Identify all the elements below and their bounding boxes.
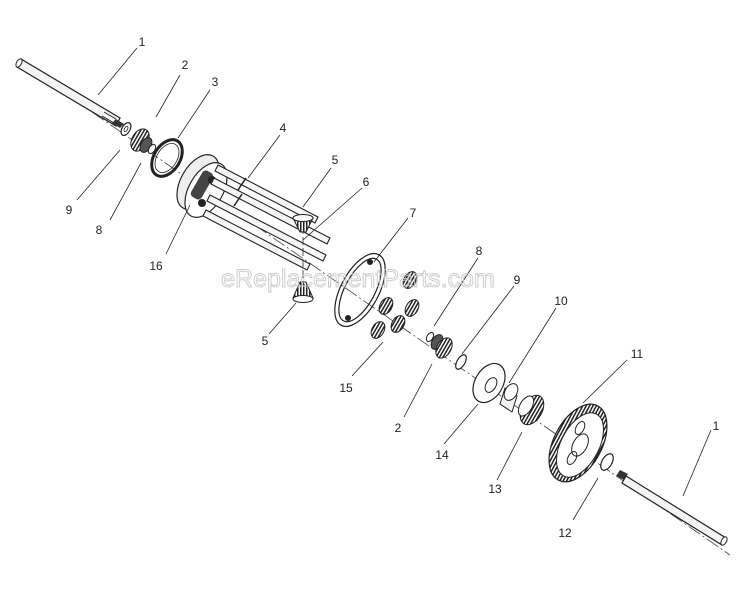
callout-1-top: 1 [139, 35, 146, 49]
callout-8-bottom: 8 [476, 244, 483, 258]
callout-6: 6 [363, 175, 370, 189]
pinion-gear-part [517, 394, 545, 426]
washer-part-12 [600, 453, 614, 471]
leader-lines [76, 47, 712, 521]
callout-5-top: 5 [332, 153, 339, 167]
watermark-text: eReplacementParts.com [221, 265, 495, 293]
planet-pinions-part [370, 271, 420, 339]
callout-8-top: 8 [96, 223, 103, 237]
shaft-lower-part [616, 470, 728, 546]
thrust-washer-part [472, 362, 506, 404]
shaft-upper-part [15, 58, 124, 128]
callout-4: 4 [280, 121, 287, 135]
callout-numbers: 1 2 3 4 5 6 7 9 8 16 8 9 10 5 11 15 2 1 … [66, 35, 720, 540]
washer-part-upper [120, 122, 132, 136]
ring-part [150, 138, 184, 178]
callout-13: 13 [488, 482, 502, 496]
callout-9-top: 9 [66, 203, 73, 217]
callout-14: 14 [435, 448, 449, 462]
callout-10: 10 [554, 294, 568, 308]
washer-part-lower [455, 354, 467, 370]
callout-16: 16 [149, 259, 163, 273]
callout-2-top: 2 [182, 58, 189, 72]
bevel-gear-part-upper [130, 128, 157, 155]
bevel-gear-part-lower [425, 331, 453, 359]
callout-2-bottom: 2 [395, 421, 402, 435]
callout-12: 12 [558, 526, 572, 540]
callout-5-bottom: 5 [262, 334, 269, 348]
cross-shafts-part [202, 164, 331, 271]
callout-3: 3 [212, 75, 219, 89]
callout-9-bottom: 9 [514, 273, 521, 287]
spacer-bushing-part [499, 383, 519, 413]
spider-gear-lower-part [292, 281, 314, 303]
callout-7: 7 [410, 206, 417, 220]
callout-15: 15 [339, 381, 353, 395]
callout-11: 11 [631, 347, 644, 361]
large-spur-gear-part [548, 403, 608, 483]
spider-gear-upper-part [292, 214, 314, 233]
callout-1-bottom: 1 [713, 419, 720, 433]
